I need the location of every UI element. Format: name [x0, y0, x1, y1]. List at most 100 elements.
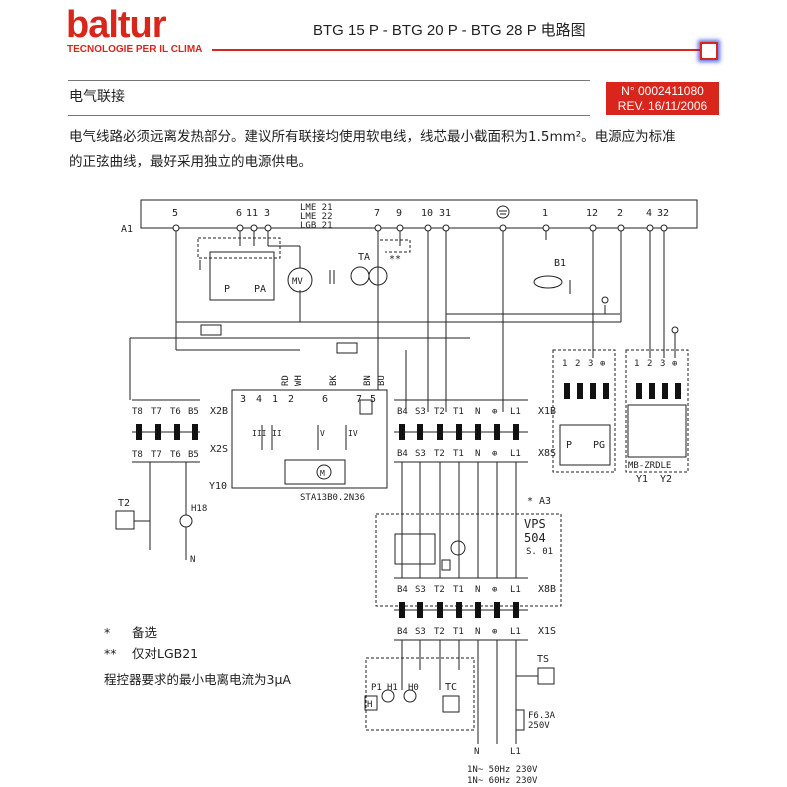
pg-pin-3: 3 [588, 359, 593, 369]
intro-paragraph: 电气线路必须远离发热部分。建议所有联接均使用软电线，线芯最小截面积为1.5mm²… [69, 125, 721, 175]
cam-iv: IV [348, 429, 358, 438]
x8s-pin-s3: S3 [415, 449, 426, 459]
document-number: N° 0002411080 [621, 84, 704, 98]
x8b-pin-b4: B4 [397, 585, 408, 595]
h18-label: H18 [191, 504, 207, 514]
y10-pin-2: 2 [288, 394, 294, 405]
x1s-pin-earth: ⊕ [492, 627, 497, 637]
x2b-pin-b5: B5 [188, 407, 199, 417]
a3-label: * A3 [527, 496, 551, 507]
y2-label: Y2 [660, 474, 672, 485]
x2b-pin-t7: T7 [151, 407, 162, 417]
x1b-pin-s3: S3 [415, 407, 426, 417]
pg-p-label: P [566, 440, 572, 451]
y10-pin-5: 5 [370, 394, 376, 405]
motor-m: M [320, 469, 325, 478]
pa-label: PA [254, 284, 266, 295]
x8s-pin-n: N [475, 449, 480, 459]
a1-terminal-3: 3 [264, 208, 270, 219]
x8s-pin-t1: T1 [453, 449, 464, 459]
vps-line-1: VPS [524, 517, 546, 531]
mb-pin-3: 3 [660, 359, 665, 369]
wire-bn: BN [363, 375, 373, 386]
x8s-pin-t2: T2 [434, 449, 445, 459]
x2s-pin-t6: T6 [170, 450, 181, 460]
a1-terminal-4: 4 [646, 208, 652, 219]
pg-pin-2: 2 [575, 359, 580, 369]
legend-optional: *备选 [104, 625, 157, 641]
a1-terminal-11: 11 [246, 208, 258, 219]
pg-pin-1: 1 [562, 359, 567, 369]
y10-pin-6: 6 [322, 394, 328, 405]
a1-terminal-6: 6 [236, 208, 242, 219]
mb-pin-1: 1 [634, 359, 639, 369]
cam-iii: III [252, 429, 267, 438]
section-rule-top [68, 80, 590, 81]
wire-bu: BU [377, 375, 387, 386]
y10-label: Y10 [209, 481, 227, 492]
x1s-label: X1S [538, 626, 556, 637]
y1-label: Y1 [636, 474, 648, 485]
wire-bk: BK [329, 375, 339, 386]
intro-line-1: 电气线路必须远离发热部分。建议所有联接均使用软电线，线芯最小截面积为1.5mm²… [69, 129, 676, 145]
x8b-pin-t2: T2 [434, 585, 445, 595]
y10-pin-4: 4 [256, 394, 262, 405]
document-number-badge: N° 0002411080 REV. 16/11/2006 [606, 82, 719, 115]
x1b-pin-earth: ⊕ [492, 407, 497, 417]
x1s-pin-t2: T2 [434, 627, 445, 637]
x8s-pin-l1: L1 [510, 449, 521, 459]
a1-terminal-31: 31 [439, 208, 451, 219]
y10-pin-1: 1 [272, 394, 278, 405]
x8b-pin-n: N [475, 585, 480, 595]
x1b-pin-n: N [475, 407, 480, 417]
x8b-pin-s3: S3 [415, 585, 426, 595]
ts-label: TS [537, 654, 549, 665]
controller-model-2: LME 22 [300, 212, 333, 222]
x8s-pin-b4: B4 [397, 449, 408, 459]
title-rule [212, 49, 704, 51]
x1s-pin-n: N [475, 627, 480, 637]
tc-label: TC [445, 682, 457, 693]
a1-terminal-9: 9 [396, 208, 402, 219]
x8s-label: X8S [538, 448, 556, 459]
x8b-pin-l1: L1 [510, 585, 521, 595]
cam-ii: II [272, 429, 282, 438]
controller-model-1: LME 21 [300, 203, 333, 213]
section-title: 电气联接 [69, 89, 125, 105]
x8s-pin-earth: ⊕ [492, 449, 497, 459]
x2b-pin-t6: T6 [170, 407, 181, 417]
a1-terminal-12: 12 [586, 208, 598, 219]
mv-label: MV [292, 277, 303, 287]
p1-label: P1 [371, 683, 382, 693]
x8b-pin-earth: ⊕ [492, 585, 497, 595]
fuse-voltage: 250V [528, 721, 550, 731]
section-rule-bottom [68, 115, 590, 116]
x1b-label: X1B [538, 406, 556, 417]
x1b-pin-b4: B4 [397, 407, 408, 417]
a1-terminal-32: 32 [657, 208, 669, 219]
supply-n-label: N [474, 747, 479, 757]
x2b-label: X2B [210, 406, 228, 417]
wiring-diagram: A1 LME 21 LME 22 LGB 21 5 6 11 3 7 9 10 … [115, 199, 698, 786]
fuse-rating: F6.3A [528, 711, 556, 721]
mb-pin-earth: ⊕ [672, 359, 677, 369]
n-label-left: N [190, 555, 195, 565]
x1b-pin-l1: L1 [510, 407, 521, 417]
brand-name: baltur [66, 4, 167, 46]
x1s-pin-l1: L1 [510, 627, 521, 637]
h-label: H [367, 700, 372, 710]
y10-pin-3: 3 [240, 394, 246, 405]
x8b-label: X8B [538, 584, 556, 595]
wire-wh: WH [294, 375, 304, 386]
document-title: BTG 15 P - BTG 20 P - BTG 28 P 电路图 [313, 22, 586, 39]
supply-60hz: 1N~ 60Hz 230V [467, 776, 538, 786]
a1-terminal-10: 10 [421, 208, 433, 219]
t2-label: T2 [118, 498, 130, 509]
x8b-pin-t1: T1 [453, 585, 464, 595]
pa-p-label: P [224, 284, 230, 295]
b1-label: B1 [554, 258, 566, 269]
pg-pin-earth: ⊕ [600, 359, 605, 369]
a1-terminal-2: 2 [617, 208, 623, 219]
x2s-pin-b5: B5 [188, 450, 199, 460]
legend-lgb-text: 仅对LGB21 [132, 646, 199, 661]
